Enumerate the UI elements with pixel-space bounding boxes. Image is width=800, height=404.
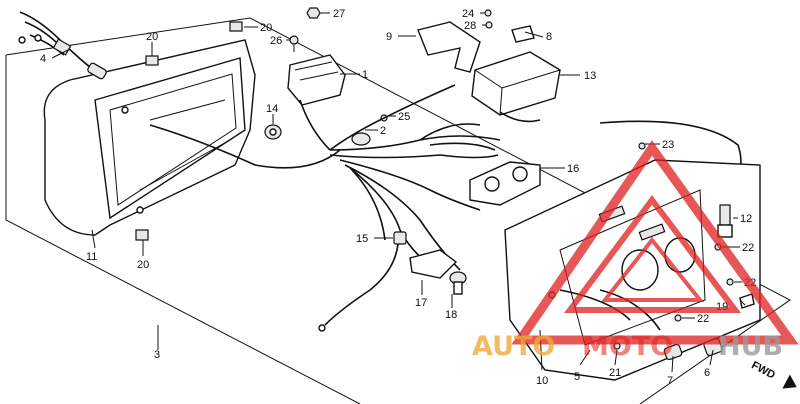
harness-connector-left xyxy=(18,11,107,80)
watermark-logo xyxy=(511,140,799,345)
fwd-label: FWD xyxy=(749,359,777,381)
bulb-7 xyxy=(663,343,683,361)
callout-1: 1 xyxy=(362,69,368,81)
callout-22-top: 22 xyxy=(742,242,754,254)
callout-20-top: 20 xyxy=(146,31,158,43)
callout-20-bottom: 20 xyxy=(137,259,149,271)
watermark-text-hub: HUB xyxy=(718,331,783,362)
clip-20-right xyxy=(229,21,243,32)
bolt-26 xyxy=(289,35,299,52)
callout-17: 17 xyxy=(415,297,427,309)
callout-24: 24 xyxy=(462,8,474,20)
callout-11: 11 xyxy=(86,251,97,263)
bracket-9 xyxy=(417,21,481,73)
grommet-2 xyxy=(351,132,371,146)
callout-14: 14 xyxy=(266,103,278,115)
callout-27: 27 xyxy=(333,8,345,20)
grommet-14 xyxy=(264,124,282,140)
callout-10: 10 xyxy=(536,375,548,387)
callout-28: 28 xyxy=(464,20,476,32)
relay xyxy=(287,54,346,151)
socket-16 xyxy=(469,161,541,206)
forward-direction-arrow: FWD xyxy=(749,359,797,389)
screw-22-low xyxy=(674,314,682,322)
callout-8: 8 xyxy=(546,31,552,43)
callout-22-low: 22 xyxy=(697,313,709,325)
callout-20-right: 20 xyxy=(260,22,272,34)
callout-9: 9 xyxy=(386,31,392,43)
switch-18 xyxy=(449,271,467,295)
callout-4: 4 xyxy=(40,53,46,65)
watermark-text-auto: AUTO xyxy=(472,331,555,362)
tab-19 xyxy=(739,293,755,309)
callout-6: 6 xyxy=(704,367,710,379)
switch-17 xyxy=(409,249,458,279)
screw-24 xyxy=(484,9,492,17)
callout-7: 7 xyxy=(667,375,673,387)
screw-27 xyxy=(306,7,321,19)
leader-lines xyxy=(51,12,746,373)
screw-23 xyxy=(638,142,646,150)
control-module-13 xyxy=(471,51,561,123)
screw-22-mid xyxy=(726,278,734,286)
bracket-8 xyxy=(511,25,535,43)
callout-3: 3 xyxy=(154,349,160,361)
watermark-text-moto: MOTO xyxy=(582,331,673,362)
clip-20-bottom xyxy=(135,229,149,241)
callout-5: 5 xyxy=(574,371,580,383)
callout-12: 12 xyxy=(740,213,752,225)
callout-21: 21 xyxy=(609,367,621,379)
callout-23: 23 xyxy=(662,139,674,151)
callout-16: 16 xyxy=(567,163,579,175)
callout-18: 18 xyxy=(445,309,457,321)
callout-25: 25 xyxy=(398,111,410,123)
washer-28 xyxy=(485,21,493,29)
headlight-housing xyxy=(43,39,341,236)
connector-15 xyxy=(318,231,407,332)
callout-2: 2 xyxy=(380,125,386,137)
callout-15: 15 xyxy=(356,233,368,245)
bulb-socket-12 xyxy=(717,204,733,238)
clip-20-top xyxy=(145,55,159,66)
callout-13: 13 xyxy=(584,70,596,82)
callout-26: 26 xyxy=(270,35,282,47)
